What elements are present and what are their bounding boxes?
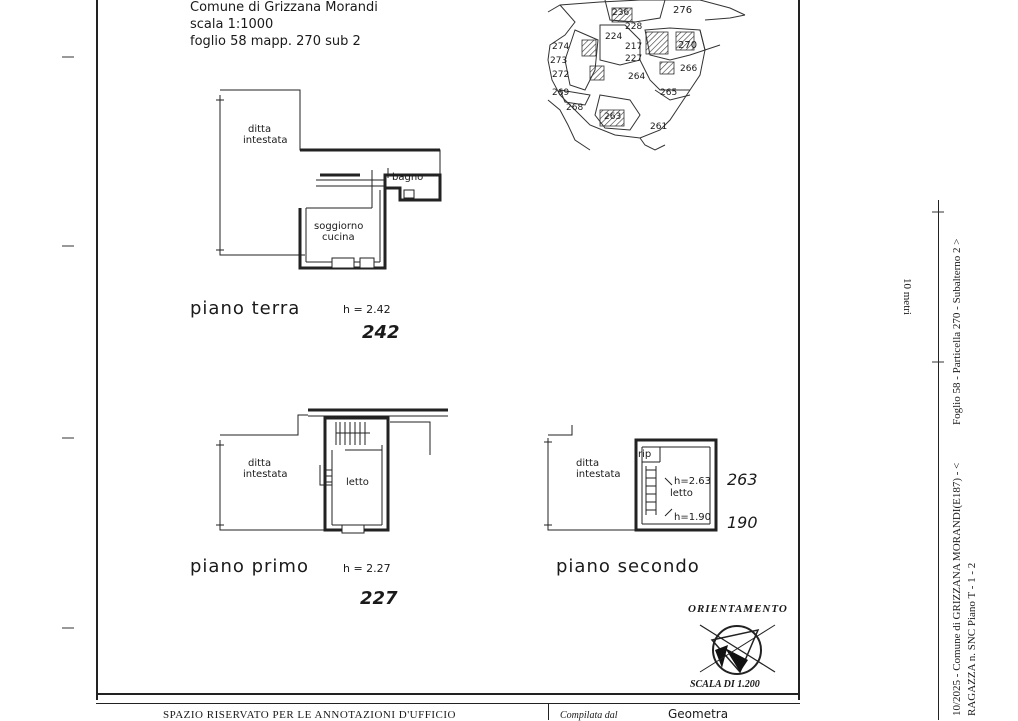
map-label: 261 (650, 122, 668, 132)
letto-label-secondo: letto (670, 488, 693, 499)
piano-primo-height: h = 2.27 (343, 562, 391, 575)
scale-label: scala 1:1000 (190, 17, 274, 32)
handwritten-263: 263 (727, 470, 758, 489)
map-label: 264 (628, 72, 646, 82)
intestata-label-secondo: intestata (576, 469, 621, 480)
footer-divider (548, 703, 549, 720)
right-outer-border (938, 200, 939, 720)
height-263-label: h=2.63 (674, 476, 711, 487)
map-label: 269 (552, 88, 570, 98)
comune-title: Comune di Grizzana Morandi (190, 0, 378, 15)
soggiorno-label: soggiorno (314, 221, 364, 232)
piano-primo-height-handwritten: 227 (360, 588, 398, 609)
map-label: 265 (660, 88, 678, 98)
map-label: 228 (625, 22, 643, 32)
foglio-label: foglio 58 mapp. 270 sub 2 (190, 34, 361, 49)
intestata-label-terra: intestata (243, 135, 288, 146)
spazio-riservato-label: SPAZIO RISERVATO PER LE ANNOTAZIONI D'UF… (163, 709, 456, 721)
ditta-label-secondo: ditta (576, 458, 600, 469)
ditta-label-terra: ditta (248, 124, 272, 135)
map-label: 224 (605, 32, 623, 42)
side-info-line2: 10/2025 - Comune di GRIZZANA MORANDI(E18… (951, 462, 963, 716)
side-info-line1: Foglio 58 - Particella 270 - Subalterno … (951, 238, 963, 425)
orientamento-title: ORIENTAMENTO (688, 603, 788, 615)
scale-meters-label: 10 metri (901, 278, 913, 315)
cucina-label: cucina (322, 232, 355, 243)
bagno-label: bagno (392, 172, 424, 183)
intestata-label-primo: intestata (243, 469, 288, 480)
frame-bottom-border (96, 693, 800, 695)
handwritten-190: 190 (727, 513, 758, 532)
map-label: 266 (680, 64, 698, 74)
frame-left-border (96, 0, 98, 700)
geometra-label: Geometra (668, 707, 729, 721)
compass-scale-label: SCALA DI 1.200 (690, 679, 760, 690)
piano-terra-height: h = 2.42 (343, 303, 391, 316)
map-label: 217 (625, 42, 643, 52)
piano-secondo-title: piano secondo (556, 556, 700, 577)
map-label: 276 (673, 5, 693, 16)
map-label: 263 (604, 112, 622, 122)
map-label: 272 (552, 70, 570, 80)
map-label: 274 (552, 42, 570, 52)
map-label: 270 (678, 40, 698, 51)
compilata-label: Compilata dal (560, 710, 618, 721)
piano-primo-title: piano primo (190, 556, 309, 577)
side-info-line3: RAGAZZA n. SNC Piano T - 1 - 2 (966, 562, 978, 716)
map-label: 273 (550, 56, 568, 66)
ditta-label-primo: ditta (248, 458, 272, 469)
map-label: 227 (625, 54, 643, 64)
map-label: 236 (612, 8, 630, 18)
frame-right-border (798, 0, 800, 700)
map-label: 268 (566, 103, 584, 113)
piano-terra-height-handwritten: 242 (362, 322, 400, 343)
height-190-label: h=1.90 (674, 512, 711, 523)
piano-terra-title: piano terra (190, 298, 301, 319)
letto-label-primo: letto (346, 477, 369, 488)
rip-label: rip (638, 449, 652, 460)
footer-top-border (96, 703, 800, 704)
